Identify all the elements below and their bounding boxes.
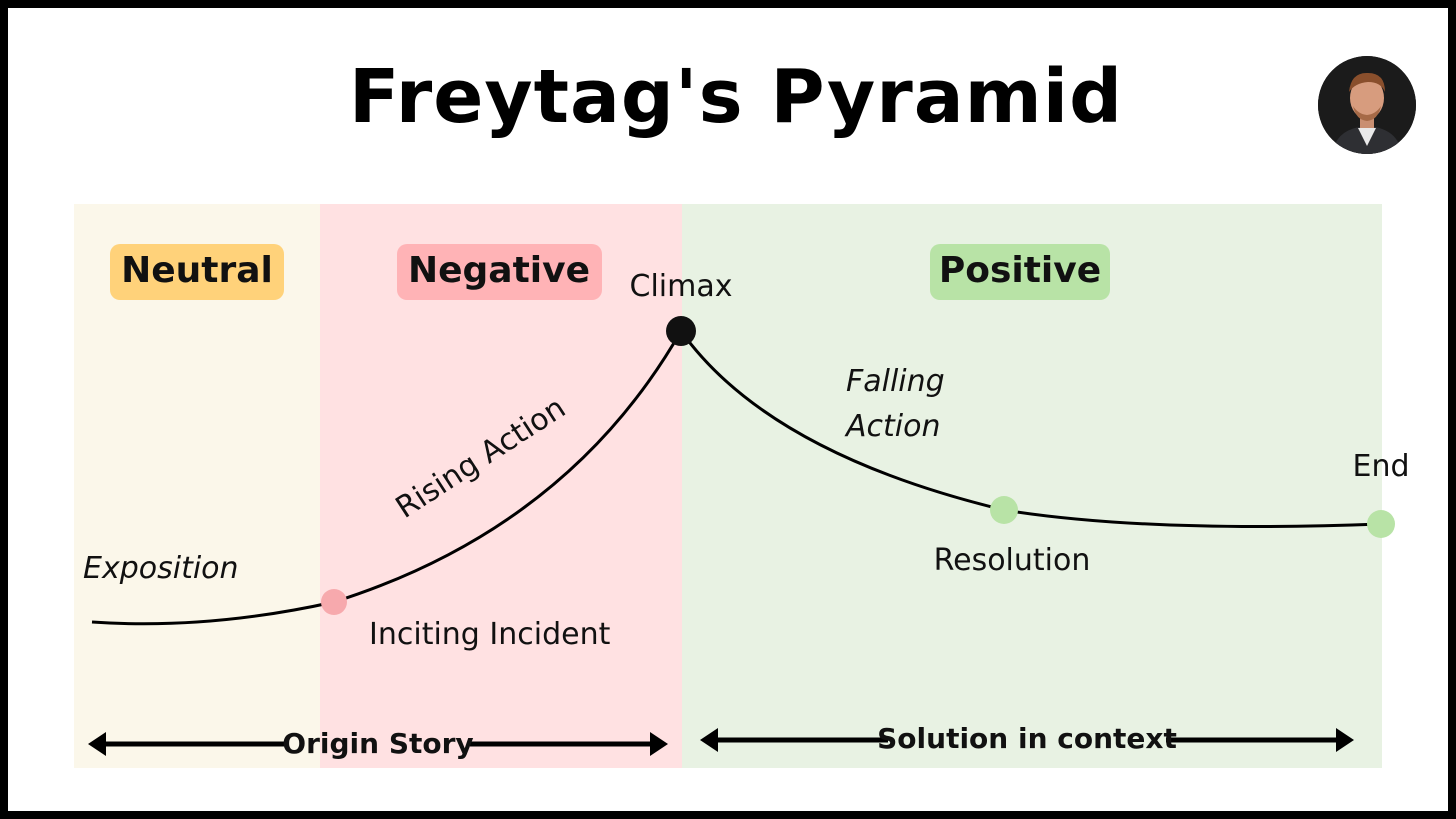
freytag-diagram: Neutral Negative Positive Climax Incitin… bbox=[74, 204, 1410, 768]
zone-neutral-label: Neutral bbox=[121, 250, 273, 291]
zone-negative-label: Negative bbox=[408, 250, 590, 291]
end-label: End bbox=[1352, 449, 1409, 484]
arrowhead-right-icon bbox=[650, 732, 668, 756]
arrowhead-right-icon bbox=[1336, 728, 1354, 752]
resolution-label: Resolution bbox=[934, 543, 1091, 578]
falling-action-label-line2: Action bbox=[844, 409, 940, 444]
falling-action-label-line1: Falling bbox=[846, 364, 945, 399]
climax-point bbox=[666, 316, 696, 346]
page-title: Freytag's Pyramid bbox=[348, 54, 1124, 140]
zone-positive-pill bbox=[930, 244, 1110, 300]
avatar bbox=[1318, 56, 1416, 154]
zone-negative-pill bbox=[397, 244, 602, 300]
origin-story-label: Origin Story bbox=[282, 727, 473, 760]
inciting-incident-point bbox=[321, 589, 347, 615]
zone-positive-label: Positive bbox=[939, 250, 1101, 291]
solution-span: Solution in context bbox=[700, 722, 1354, 755]
end-point bbox=[1367, 510, 1395, 538]
exposition-label: Exposition bbox=[83, 551, 239, 586]
zone-neutral-pill bbox=[110, 244, 284, 300]
inciting-incident-label: Inciting Incident bbox=[369, 617, 611, 652]
avatar-portrait bbox=[1318, 56, 1416, 154]
resolution-point bbox=[990, 496, 1018, 524]
solution-label: Solution in context bbox=[877, 722, 1177, 755]
arrowhead-left-icon bbox=[88, 732, 106, 756]
arrowhead-left-icon bbox=[700, 728, 718, 752]
origin-story-span: Origin Story bbox=[88, 727, 668, 760]
climax-label: Climax bbox=[630, 269, 733, 304]
